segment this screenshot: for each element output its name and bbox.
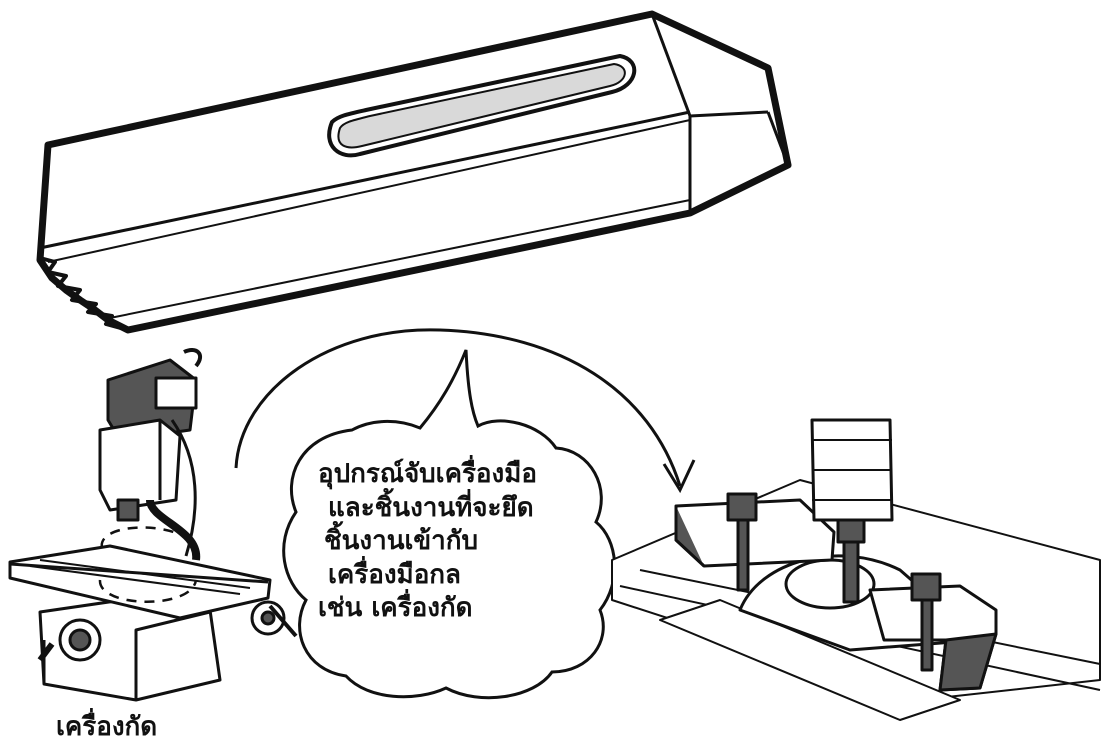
strap-clamp-illustration [36, 10, 792, 334]
bubble-line-1: อุปกรณ์จับเครื่องมือ [318, 459, 537, 489]
milling-machine-illustration [8, 347, 298, 702]
bubble-line-5: เช่น เครื่องกัด [318, 593, 473, 623]
bubble-line-3: ชิ้นงานเข้ากับ [324, 526, 478, 556]
clamping-setup-illustration [611, 418, 1101, 721]
milling-machine-caption: เครื่องกัด [56, 712, 158, 742]
curved-arrow [234, 328, 696, 494]
bubble-text: อุปกรณ์จับเครื่องมือ และชิ้นงานที่จะยึด … [318, 458, 598, 626]
bubble-line-4: เครื่องมือกล [328, 559, 461, 590]
clamp-slot [337, 63, 626, 149]
bubble-line-2: และชิ้นงานที่จะยึด [328, 492, 534, 523]
speech-bubble [282, 349, 617, 700]
